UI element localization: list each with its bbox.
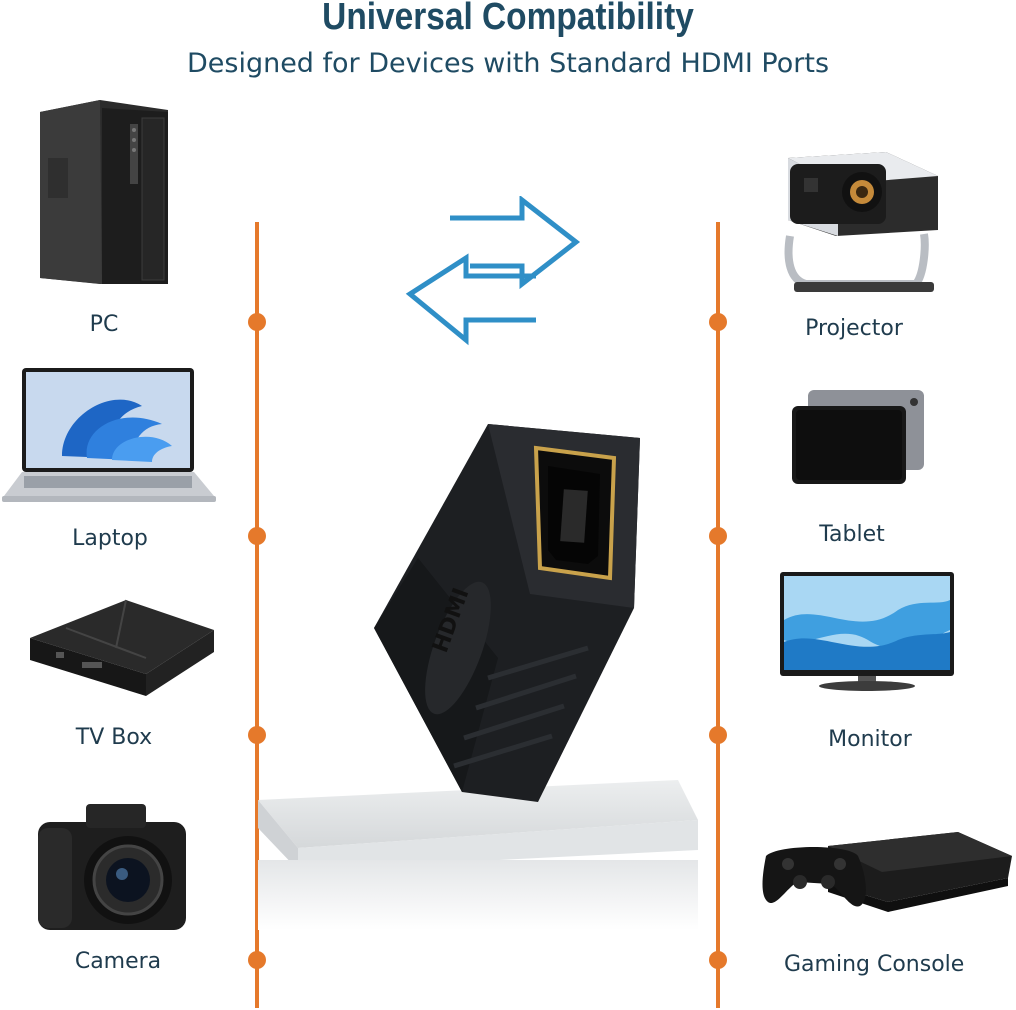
timeline-dot bbox=[709, 527, 727, 545]
monitor-icon bbox=[778, 570, 956, 692]
timeline-dot bbox=[248, 527, 266, 545]
device-label-projector: Projector bbox=[805, 316, 903, 341]
timeline-dot bbox=[709, 726, 727, 744]
page-subtitle: Designed for Devices with Standard HDMI … bbox=[186, 48, 830, 79]
page-title: Universal Compatibility bbox=[322, 0, 694, 38]
timeline-dot bbox=[248, 313, 266, 331]
device-label-tablet: Tablet bbox=[819, 522, 885, 547]
timeline-dot bbox=[709, 951, 727, 969]
camera-icon bbox=[36, 800, 188, 932]
device-label-tv-box: TV Box bbox=[75, 725, 153, 750]
right-timeline bbox=[716, 222, 720, 1008]
device-label-monitor: Monitor bbox=[828, 727, 912, 752]
pc-tower-icon bbox=[38, 98, 170, 286]
device-label-gaming-console: Gaming Console bbox=[784, 952, 965, 977]
tv-box-icon bbox=[26, 598, 216, 698]
timeline-dot bbox=[248, 726, 266, 744]
device-label-pc: PC bbox=[89, 312, 119, 337]
device-label-camera: Camera bbox=[74, 949, 162, 974]
hdmi-adapter: HDMI bbox=[368, 418, 648, 802]
projector-icon bbox=[776, 150, 944, 298]
laptop-icon bbox=[2, 366, 216, 504]
device-label-laptop: Laptop bbox=[72, 526, 148, 551]
timeline-dot bbox=[248, 951, 266, 969]
left-timeline bbox=[255, 222, 259, 1008]
tablet-icon bbox=[790, 388, 926, 486]
display-pedestal bbox=[258, 760, 698, 930]
timeline-dot bbox=[709, 313, 727, 331]
bidirectional-arrows-icon bbox=[404, 196, 582, 346]
gaming-console-icon bbox=[758, 826, 1014, 926]
